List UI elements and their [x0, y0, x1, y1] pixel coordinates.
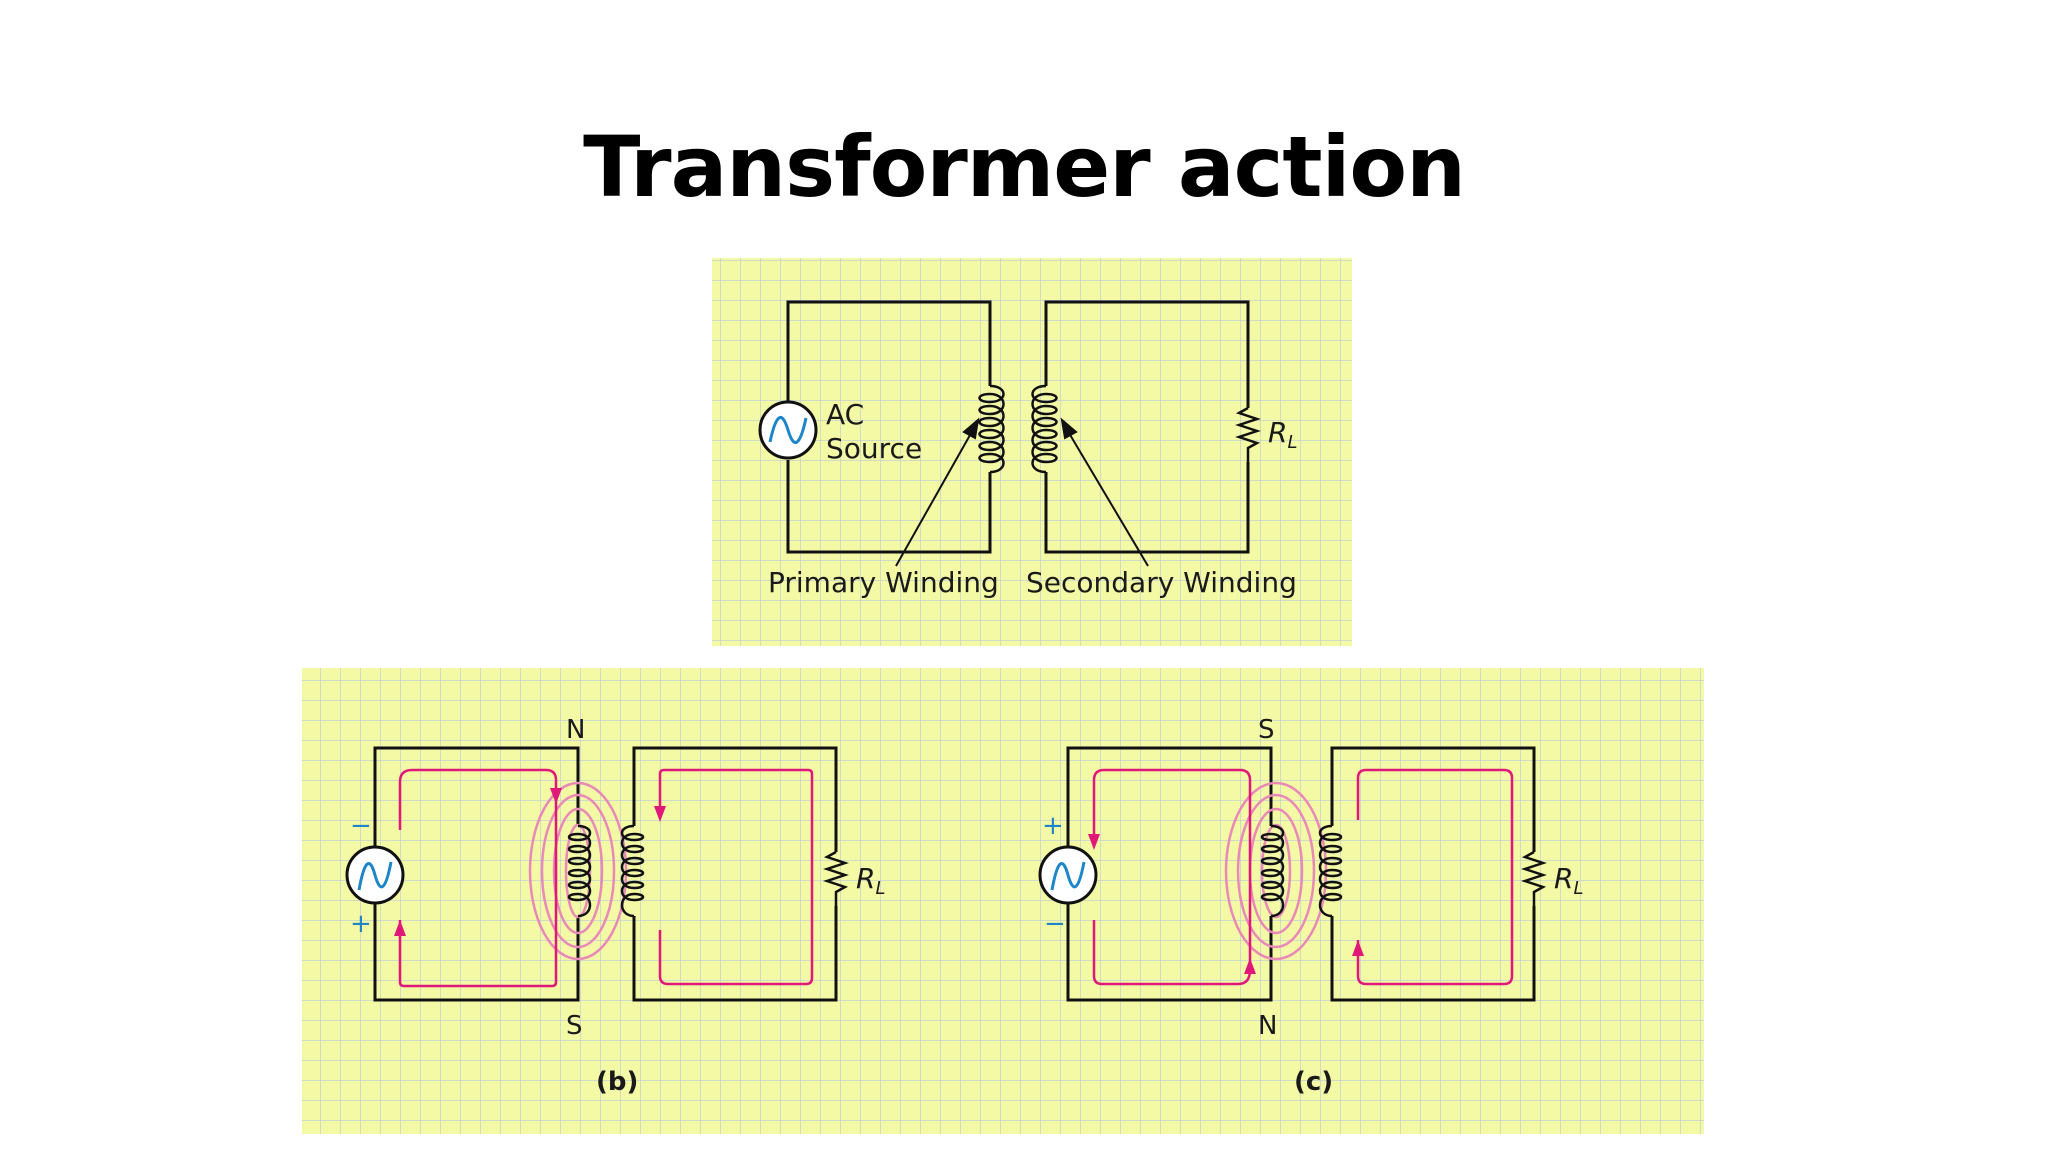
resistor-icon: [1235, 406, 1261, 462]
current-arrow-b1: [394, 920, 406, 936]
load-label-a: RL: [1268, 416, 1298, 453]
caption-b: (b): [596, 1067, 638, 1097]
resistor-icon: [823, 850, 849, 906]
current-arrow-c3: [1352, 940, 1364, 956]
pole-bottom-c: N: [1258, 1011, 1277, 1041]
load-label-b: RL: [856, 862, 886, 899]
ac-source-label-2: Source: [826, 432, 922, 465]
coil-icon: [567, 824, 592, 918]
caption-c: (c): [1294, 1067, 1333, 1097]
current-path-c: [1092, 768, 1514, 986]
current-arrow-b2: [550, 788, 562, 804]
coil-icon: [620, 824, 645, 918]
polarity-top-c: +: [1042, 811, 1064, 841]
secondary-circuit-b: [632, 746, 838, 1002]
secondary-winding-label: Secondary Winding: [1026, 566, 1297, 599]
pole-top-c: S: [1258, 715, 1275, 745]
ac-sine-icon: [345, 845, 405, 905]
coil-icon: [978, 384, 1005, 474]
coil-icon: [1031, 384, 1058, 474]
load-label-c: RL: [1554, 862, 1584, 899]
ac-sine-icon: [758, 400, 818, 460]
secondary-circuit: [1044, 300, 1250, 554]
pole-bottom-b: S: [566, 1011, 583, 1041]
panel-c: + − RL S N (c): [1038, 715, 1584, 1097]
primary-winding-label: Primary Winding: [768, 566, 999, 599]
ac-sine-icon: [1038, 845, 1098, 905]
panel-b: − + RL N S (b): [345, 715, 886, 1097]
current-arrow-c1: [1088, 834, 1100, 850]
coil-icon: [1318, 824, 1343, 918]
grid-lines-bc: [302, 668, 1704, 1134]
secondary-circuit-c: [1330, 746, 1536, 1002]
current-arrow-c2: [1244, 958, 1256, 974]
winding-pointers: [895, 417, 1149, 567]
polarity-bottom-c: −: [1044, 909, 1066, 939]
current-path-b: [398, 768, 814, 988]
resistor-icon: [1521, 850, 1547, 906]
pole-top-b: N: [566, 715, 585, 745]
primary-circuit: [786, 300, 992, 554]
panel-a: AC Source RL Primary Winding Secondary W…: [712, 258, 1352, 646]
coil-icon: [1260, 824, 1285, 918]
slide-title: Transformer action: [583, 118, 1466, 216]
polarity-top-b: −: [350, 811, 372, 841]
ac-source-label-1: AC: [826, 398, 864, 431]
polarity-bottom-b: +: [350, 909, 372, 939]
current-arrow-b3: [654, 806, 666, 822]
